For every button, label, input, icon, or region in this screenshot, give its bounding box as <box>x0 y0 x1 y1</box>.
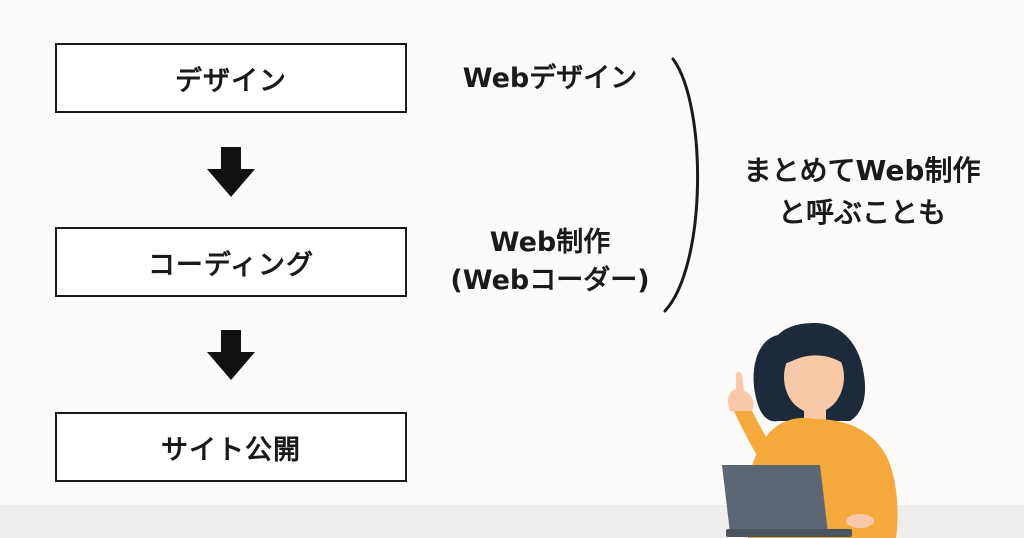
summary-note: まとめてWeb制作 と呼ぶことも <box>712 150 1012 234</box>
role-web-design-text: Webデザイン <box>462 63 638 94</box>
down-arrow-icon <box>207 147 255 197</box>
role-label-web-production: Web制作 (Webコーダー) <box>430 224 670 300</box>
step-box-publish: サイト公開 <box>55 412 407 482</box>
step-label-publish: サイト公開 <box>161 434 301 466</box>
step-label-design: デザイン <box>175 65 287 97</box>
role-web-production-line2: (Webコーダー) <box>450 265 650 296</box>
role-web-production-line1: Web制作 <box>489 227 611 258</box>
right-brace-icon <box>663 57 700 313</box>
summary-note-line2: と呼ぶことも <box>777 196 946 229</box>
down-arrow-icon <box>207 330 255 380</box>
step-box-design: デザイン <box>55 43 407 113</box>
step-label-coding: コーディング <box>147 249 315 281</box>
role-label-web-design: Webデザイン <box>430 60 670 98</box>
step-box-coding: コーディング <box>55 227 407 297</box>
woman-with-laptop-illustration <box>722 323 898 538</box>
summary-note-line1: まとめてWeb制作 <box>743 154 981 187</box>
